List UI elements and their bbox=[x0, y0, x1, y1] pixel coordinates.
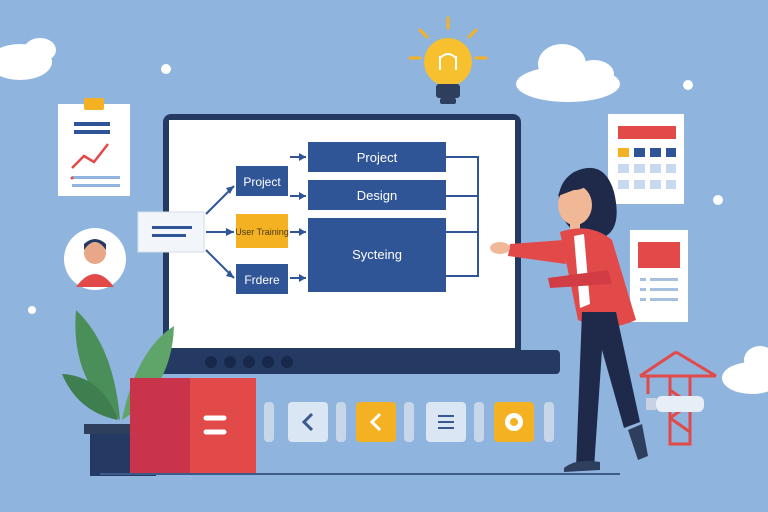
cabinet-menu-button[interactable] bbox=[196, 404, 236, 444]
calendar-icon bbox=[608, 114, 684, 204]
red-cabinet bbox=[130, 378, 256, 474]
menu-icon bbox=[438, 415, 454, 429]
record-button[interactable] bbox=[494, 402, 534, 442]
avatar bbox=[64, 228, 126, 290]
presenter-woman bbox=[490, 167, 648, 472]
flow-node-label: User Training bbox=[235, 227, 289, 237]
cloud-icon bbox=[722, 346, 768, 394]
menu-button[interactable] bbox=[426, 402, 466, 442]
toolbar-divider bbox=[264, 402, 274, 442]
flow-node-label: Frdere bbox=[244, 273, 280, 287]
drill-icon bbox=[646, 396, 704, 412]
flowchart: Project User Training Frdere Project Des… bbox=[137, 142, 479, 294]
flow-node-design: Design bbox=[308, 180, 446, 210]
chevron-left-icon bbox=[301, 412, 314, 432]
lightbulb-icon bbox=[408, 16, 488, 104]
toolbar-divider bbox=[404, 402, 414, 442]
clipboard-chart-icon bbox=[58, 98, 130, 196]
flow-node-label: Sycteing bbox=[352, 247, 402, 262]
toolbar-divider bbox=[474, 402, 484, 442]
flow-node-frdere: Frdere bbox=[236, 264, 288, 294]
flow-node-user-training: User Training bbox=[235, 214, 289, 248]
menu-icon bbox=[203, 415, 227, 435]
cloud-icon bbox=[516, 44, 620, 102]
flow-node-sycteing: Sycteing bbox=[308, 218, 446, 292]
toolbar-divider bbox=[544, 402, 554, 442]
chevron-left-button[interactable] bbox=[288, 402, 328, 442]
chevron-left-active-button[interactable] bbox=[356, 402, 396, 442]
sparkle-dots bbox=[28, 64, 723, 314]
flow-node-project-left: Project bbox=[236, 166, 288, 196]
flow-node-label: Project bbox=[357, 150, 398, 165]
document-icon bbox=[630, 230, 688, 322]
cloud-icon bbox=[0, 38, 56, 80]
chevron-left-icon bbox=[369, 412, 382, 432]
record-icon bbox=[505, 413, 523, 431]
media-toolbar bbox=[264, 400, 558, 444]
flow-node-label: Project bbox=[243, 175, 281, 189]
flow-node-label: Design bbox=[357, 188, 397, 203]
toolbar-divider bbox=[336, 402, 346, 442]
flow-node-project-right: Project bbox=[308, 142, 446, 172]
